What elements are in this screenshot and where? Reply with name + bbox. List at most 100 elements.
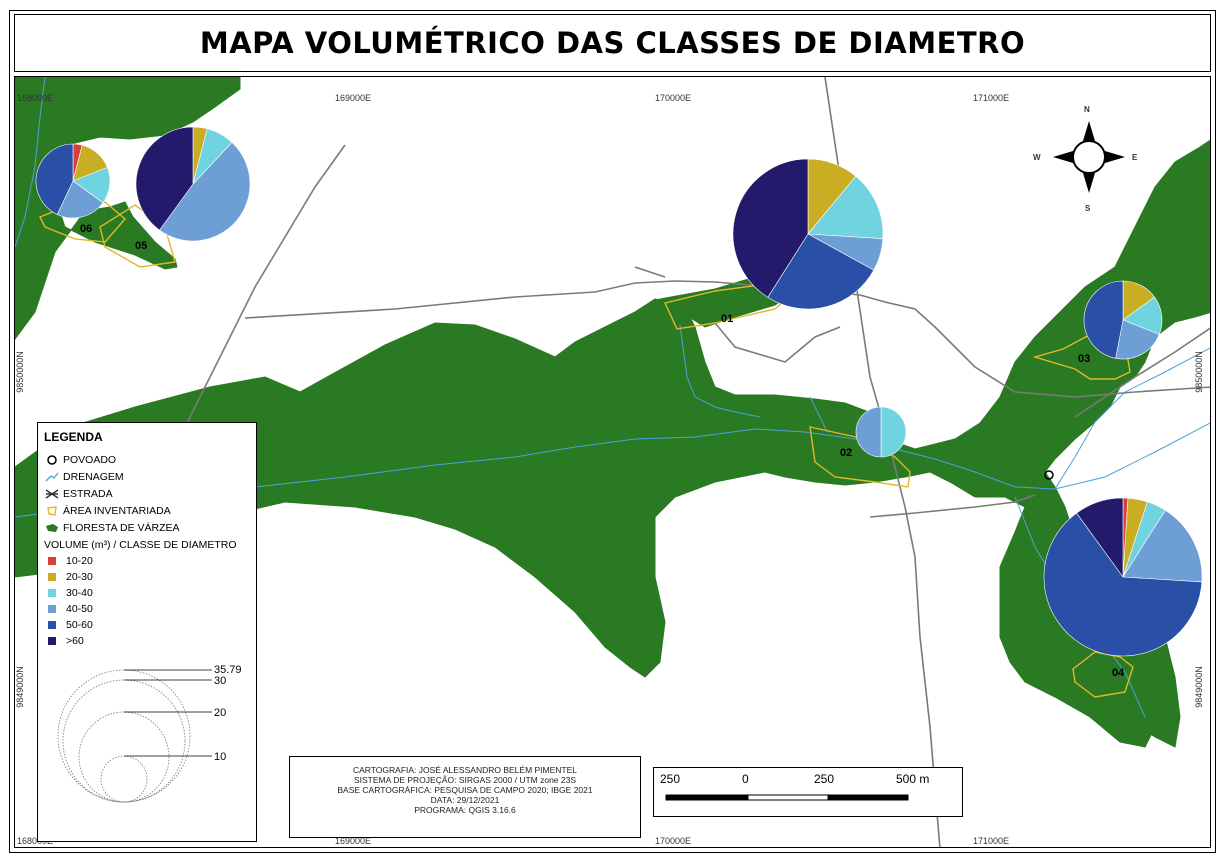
road-segment-2 [859,294,1210,398]
legend-panel: LEGENDA POVOADO DRENAGEM ESTRADA ÁREA IN… [37,422,257,842]
pie-slice-area-04-class-4 [1043,512,1203,657]
size-circle-35-79 [57,669,191,803]
area-label-01: 01 [721,313,734,325]
scale-label-250: 250 [814,772,835,786]
legend-item-road: ESTRADA [44,485,250,502]
village-circle-icon [44,454,60,466]
coord-top-169000: 169000E [335,93,372,103]
coord-top-168000: 168000E [17,93,54,103]
compass-rose-icon [1053,121,1125,193]
compass-south-label: S [1085,204,1091,213]
scale-label-500: 500 m [896,772,930,786]
map-title: MAPA VOLUMÉTRICO DAS CLASSES DE DIAMETRO [199,26,1026,60]
legend-class-40-50: 40-50 [44,601,250,617]
class-swatch [48,557,56,565]
legend-title: LEGENDA [44,430,103,444]
class-swatch [48,621,56,629]
village-point [1044,470,1054,480]
road-segment-7 [869,494,1036,518]
map-title-box: MAPA VOLUMÉTRICO DAS CLASSES DE DIAMETRO [14,14,1211,72]
size-label-10: 10 [214,751,226,763]
scale-label-0: 0 [742,772,749,786]
area-label-03: 03 [1078,353,1091,365]
legend-label-forest: FLORESTA DE VÁRZEA [63,521,180,534]
drainage-branch-east [1054,347,1210,490]
pie-chart-layer [35,126,1203,657]
scale-bar-graphic [665,794,909,801]
scale-label-250-left: 250 [660,772,681,786]
road-segment-5 [164,144,346,478]
map-frame [9,10,1216,853]
area-label-05: 05 [135,240,148,252]
area-label-02: 02 [840,447,853,459]
size-circle-20 [78,711,170,803]
pie-slice-area-05-class-5 [135,126,194,231]
legend-class-50-60: 50-60 [44,617,250,633]
area-label-04: 04 [1112,667,1125,679]
credit-projection: SISTEMA DE PROJEÇÃO: SIRGAS 2000 / UTM z… [353,775,577,785]
legend-class-10-20: 10-20 [44,553,250,569]
coord-top-171000: 171000E [973,93,1010,103]
legend-class-20-30: 20-30 [44,569,250,585]
size-label-20: 20 [214,707,226,719]
pie-slice-area-01-class-5 [732,158,809,298]
size-legend: 35.79 30 20 10 [57,664,242,803]
forest-icon [44,522,60,534]
legend-label-village: POVOADO [63,453,117,466]
credit-date: DATA: 29/12/2021 [430,795,500,805]
drainage-branch-northwest [15,77,46,248]
class-swatch [48,573,56,581]
inventory-area-01 [664,282,795,330]
legend-class-over-60: >60 [44,633,250,649]
inventory-area-05 [99,204,176,268]
compass-north-label: N [1084,105,1090,114]
road-segment-8 [1074,327,1210,418]
size-label-35-79: 35.79 [214,664,242,676]
pie-slice-area-01-class-2 [807,175,884,240]
map-canvas[interactable] [15,77,1211,848]
pie-slice-area-02-class-2 [880,406,907,458]
drainage-layer [15,77,1210,718]
class-label: 40-50 [66,603,93,615]
legend-label-road: ESTRADA [63,487,113,500]
area-label-06: 06 [80,223,93,235]
drainage-line-icon [44,471,60,483]
class-label: 20-30 [66,571,93,583]
pie-slice-area-06-class-4 [35,143,74,215]
pie-slice-area-05-class-3 [159,142,251,242]
class-swatch [48,605,56,613]
class-label: 30-40 [66,587,93,599]
coord-left-9849000: 9849000N [14,666,25,708]
size-circle-10 [100,755,148,803]
class-swatch [48,589,56,597]
credit-cartography: CARTOGRAFIA: JOSÉ ALESSANDRO BELÉM PIMEN… [352,765,578,775]
compass-east-label: E [1132,153,1138,162]
pie-slice-area-02-class-3 [855,406,882,458]
pie-slice-area-03-class-3 [1115,319,1160,360]
road-segment-6 [634,266,666,278]
credit-software: PROGRAMA: QGIS 3.16.6 [414,805,516,815]
drainage-branch-north [679,324,761,418]
pie-slice-area-01-class-4 [767,233,875,310]
pie-slice-area-03-class-4 [1083,280,1124,359]
coord-right-9849000: 9849000N [1193,666,1204,708]
map-area[interactable]: N S E W 168000E 169000E 170000E 171000E … [14,76,1211,848]
drainage-main [15,422,1210,518]
class-label: 50-60 [66,619,93,631]
legend-item-forest: FLORESTA DE VÁRZEA [44,519,250,536]
coord-top-170000: 170000E [655,93,692,103]
road-icon [44,488,60,500]
legend-item-drainage: DRENAGEM [44,468,250,485]
credits-box: CARTOGRAFIA: JOSÉ ALESSANDRO BELÉM PIMEN… [289,756,641,838]
legend-label-drainage: DRENAGEM [63,470,124,483]
drainage-branch-small [809,396,828,433]
size-label-30: 30 [214,675,226,687]
inventory-area-icon [44,505,60,517]
pie-slice-area-04-class-5 [1076,497,1124,578]
coord-right-9850000: 9850000N [1193,351,1204,393]
inventory-area-04 [1072,651,1134,698]
credit-base: BASE CARTOGRÁFICA: PESQUISA DE CAMPO 202… [337,785,593,795]
road-segment-4 [714,322,841,363]
legend-classes-title: VOLUME (m³) / CLASSE DE DIAMETRO [44,539,237,551]
figure-caption-strip [0,0,1217,10]
